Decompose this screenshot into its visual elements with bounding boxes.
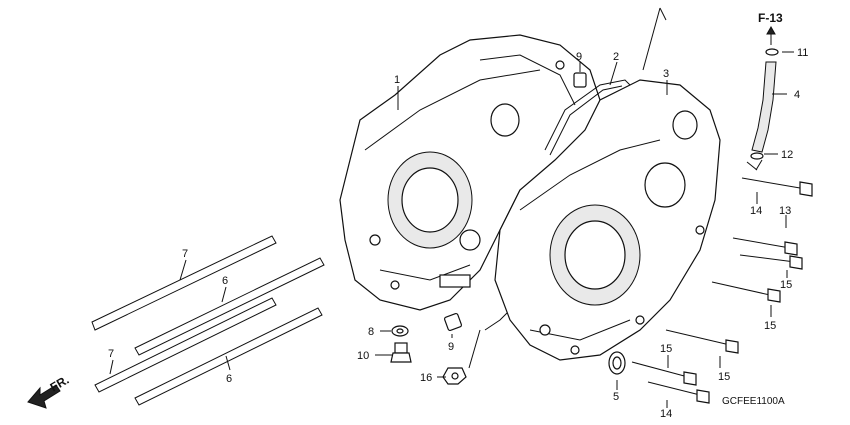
front-direction-arrow: FR. bbox=[27, 373, 71, 409]
callout-11: 11 bbox=[797, 47, 808, 59]
callout-labels: F-13 1 2 3 4 5 6 6 7 7 8 9 9 10 11 12 13… bbox=[108, 11, 808, 420]
callout-7b: 7 bbox=[108, 348, 114, 360]
callout-16: 16 bbox=[420, 372, 432, 384]
dowel-pins bbox=[443, 72, 587, 332]
crankcase-studs bbox=[91, 235, 325, 406]
callout-14a: 14 bbox=[750, 205, 762, 217]
callout-15c: 15 bbox=[660, 343, 672, 355]
callout-15b: 15 bbox=[764, 320, 776, 332]
breather-tube bbox=[750, 25, 779, 160]
callout-6b: 6 bbox=[226, 373, 232, 385]
callout-9b: 9 bbox=[448, 341, 454, 353]
callout-1: 1 bbox=[394, 74, 400, 86]
diagram-code: GCFEE1100A bbox=[722, 396, 785, 407]
small-fasteners bbox=[390, 325, 467, 385]
callout-9a: 9 bbox=[576, 51, 582, 63]
callout-7a: 7 bbox=[182, 248, 188, 260]
callout-3: 3 bbox=[663, 68, 669, 80]
callout-4: 4 bbox=[794, 89, 800, 101]
oil-seal bbox=[608, 351, 626, 375]
callout-12: 12 bbox=[781, 149, 793, 161]
callout-13: 13 bbox=[779, 205, 791, 217]
left-crankcase-half bbox=[339, 34, 601, 311]
callout-8: 8 bbox=[368, 326, 374, 338]
callout-5: 5 bbox=[613, 391, 619, 403]
callout-15d: 15 bbox=[718, 371, 730, 383]
flange-bolts bbox=[631, 177, 813, 404]
callout-10: 10 bbox=[357, 350, 369, 362]
right-crankcase-half bbox=[494, 79, 721, 361]
callout-14b: 14 bbox=[660, 408, 672, 420]
reference-f13: F-13 bbox=[758, 11, 783, 25]
callout-6a: 6 bbox=[222, 275, 228, 287]
callout-15a: 15 bbox=[780, 279, 792, 291]
callout-2: 2 bbox=[613, 51, 619, 63]
leader-lines bbox=[109, 7, 794, 408]
